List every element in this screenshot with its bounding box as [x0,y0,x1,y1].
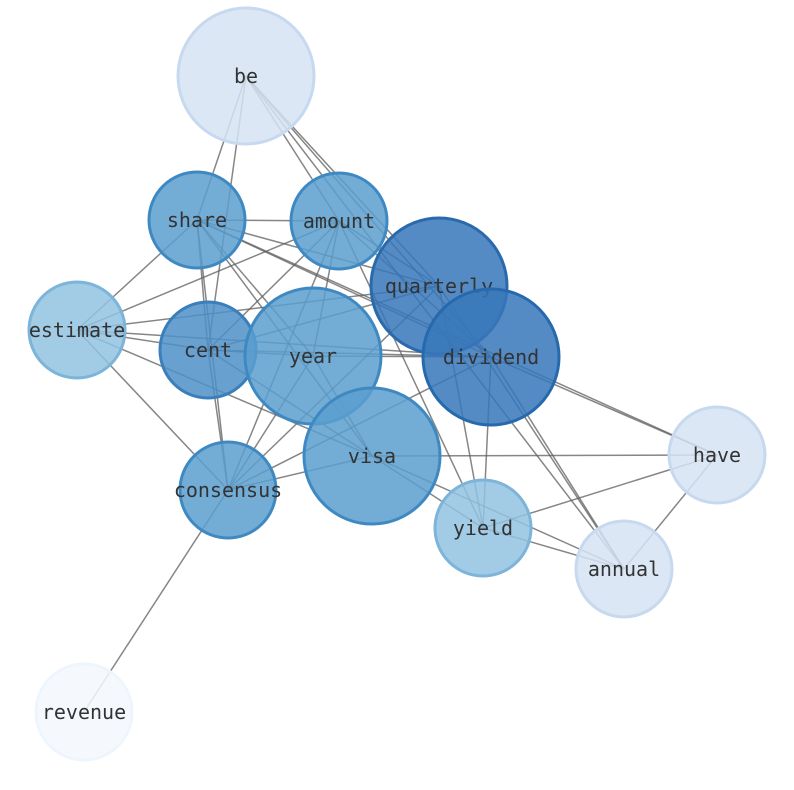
node-estimate: estimate [27,280,127,380]
node-circle-have [667,405,767,505]
node-share: share [147,170,247,270]
node-have: have [667,405,767,505]
node-revenue: revenue [34,662,134,762]
node-annual: annual [574,519,674,619]
node-circle-consensus [178,440,278,540]
node-circle-revenue [34,662,134,762]
node-label-year: year [289,344,337,368]
node-label-revenue: revenue [42,700,126,724]
edge-amount-yield [338,220,484,529]
node-label-amount: amount [303,209,375,233]
node-dividend: dividend [421,287,561,427]
node-circle-share [147,170,247,270]
node-label-yield: yield [453,516,513,540]
node-consensus: consensus [174,440,282,540]
node-cent: cent [158,300,258,400]
node-label-visa: visa [348,444,396,468]
node-label-be: be [234,64,258,88]
node-label-annual: annual [588,557,660,581]
node-circle-be [176,6,316,146]
node-be: be [176,6,316,146]
node-label-cent: cent [184,338,232,362]
node-circle-annual [574,519,674,619]
node-circle-yield [433,478,533,578]
node-label-dividend: dividend [443,345,539,369]
node-label-have: have [693,443,741,467]
node-amount: amount [289,171,389,271]
node-label-estimate: estimate [29,318,125,342]
node-label-share: share [167,208,227,232]
node-circle-dividend [421,287,561,427]
node-label-consensus: consensus [174,478,282,502]
node-circle-visa [302,386,442,526]
node-circle-amount [289,171,389,271]
node-circle-estimate [27,280,127,380]
node-visa: visa [302,386,442,526]
node-yield: yield [433,478,533,578]
